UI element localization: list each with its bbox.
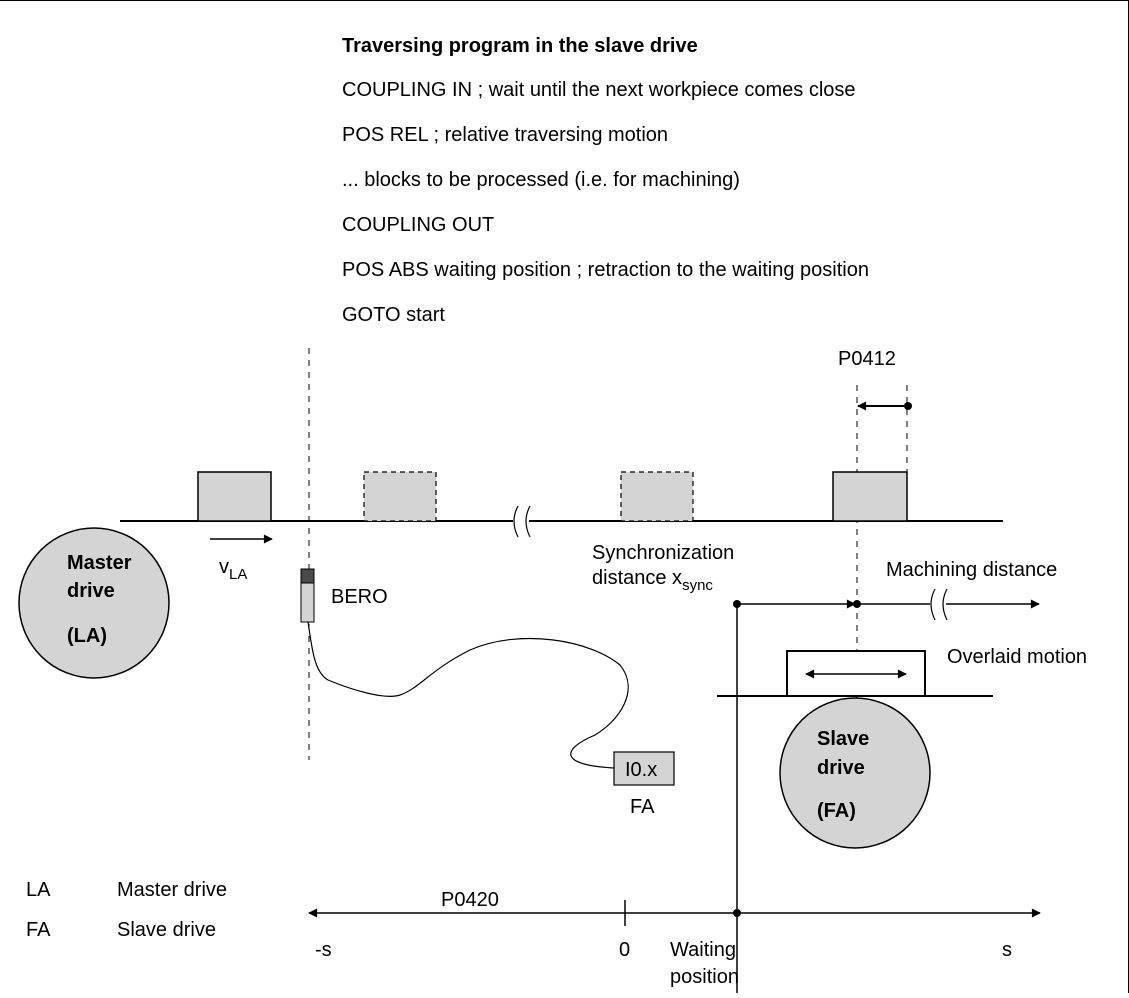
slave-drive-label: Slave — [817, 728, 869, 750]
program-line: COUPLING OUT — [342, 214, 494, 236]
program-title: Traversing program in the slave drive — [342, 35, 698, 57]
p0412-dot — [904, 402, 912, 410]
input-box — [613, 751, 675, 786]
overlaid-motion-label: Overlaid motion — [947, 646, 1087, 668]
axis-zero-label: 0 — [619, 939, 630, 961]
workpiece — [832, 471, 908, 522]
legend-text: Master drive — [117, 879, 227, 901]
program-line: ... blocks to be processed (i.e. for mac… — [342, 169, 740, 191]
axis-negative-label: -s — [315, 939, 332, 961]
waiting-position-label: position — [670, 966, 739, 988]
machining-break-mark — [930, 588, 936, 621]
input-box-label: I0.x — [625, 759, 657, 781]
bero-label: BERO — [331, 586, 388, 608]
slave-drive-label: (FA) — [817, 800, 856, 822]
p0420-label: P0420 — [441, 889, 499, 911]
bero-sensor-head — [300, 568, 315, 584]
program-line: COUPLING IN ; wait until the next workpi… — [342, 79, 856, 101]
master-drive-wheel — [18, 527, 170, 679]
program-line: POS ABS waiting position ; retraction to… — [342, 259, 869, 281]
workpiece — [197, 471, 272, 522]
conveyor-break-mark — [525, 505, 531, 538]
waiting-position-label: Waiting — [670, 939, 736, 961]
slave-drive-label: drive — [817, 757, 865, 779]
workpiece-ghost — [620, 471, 694, 522]
p0412-label: P0412 — [838, 348, 896, 370]
input-owner-label: FA — [630, 796, 655, 818]
conveyor-break-mark — [513, 505, 519, 538]
master-drive-label: Master — [67, 552, 132, 574]
slave-drive-wheel — [779, 697, 931, 849]
legend-text: Slave drive — [117, 919, 216, 941]
machining-distance-label: Machining distance — [886, 559, 1057, 581]
legend-abbr: LA — [26, 879, 51, 901]
program-line: POS REL ; relative traversing motion — [342, 124, 668, 146]
program-line: GOTO start — [342, 304, 445, 326]
master-drive-label: (LA) — [67, 625, 107, 647]
axis-positive-label: s — [1002, 939, 1012, 961]
conveyor-velocity-label: vLA — [219, 556, 247, 583]
master-drive-label: drive — [67, 580, 115, 602]
sensor-cable — [307, 621, 629, 769]
sync-distance-label: distance xsync — [592, 567, 713, 594]
sync-distance-label: Synchronization — [592, 542, 734, 564]
waiting-position-dot — [733, 909, 741, 917]
workpiece-ghost — [363, 471, 437, 522]
legend-abbr: FA — [26, 919, 51, 941]
machining-break-mark — [942, 588, 948, 621]
